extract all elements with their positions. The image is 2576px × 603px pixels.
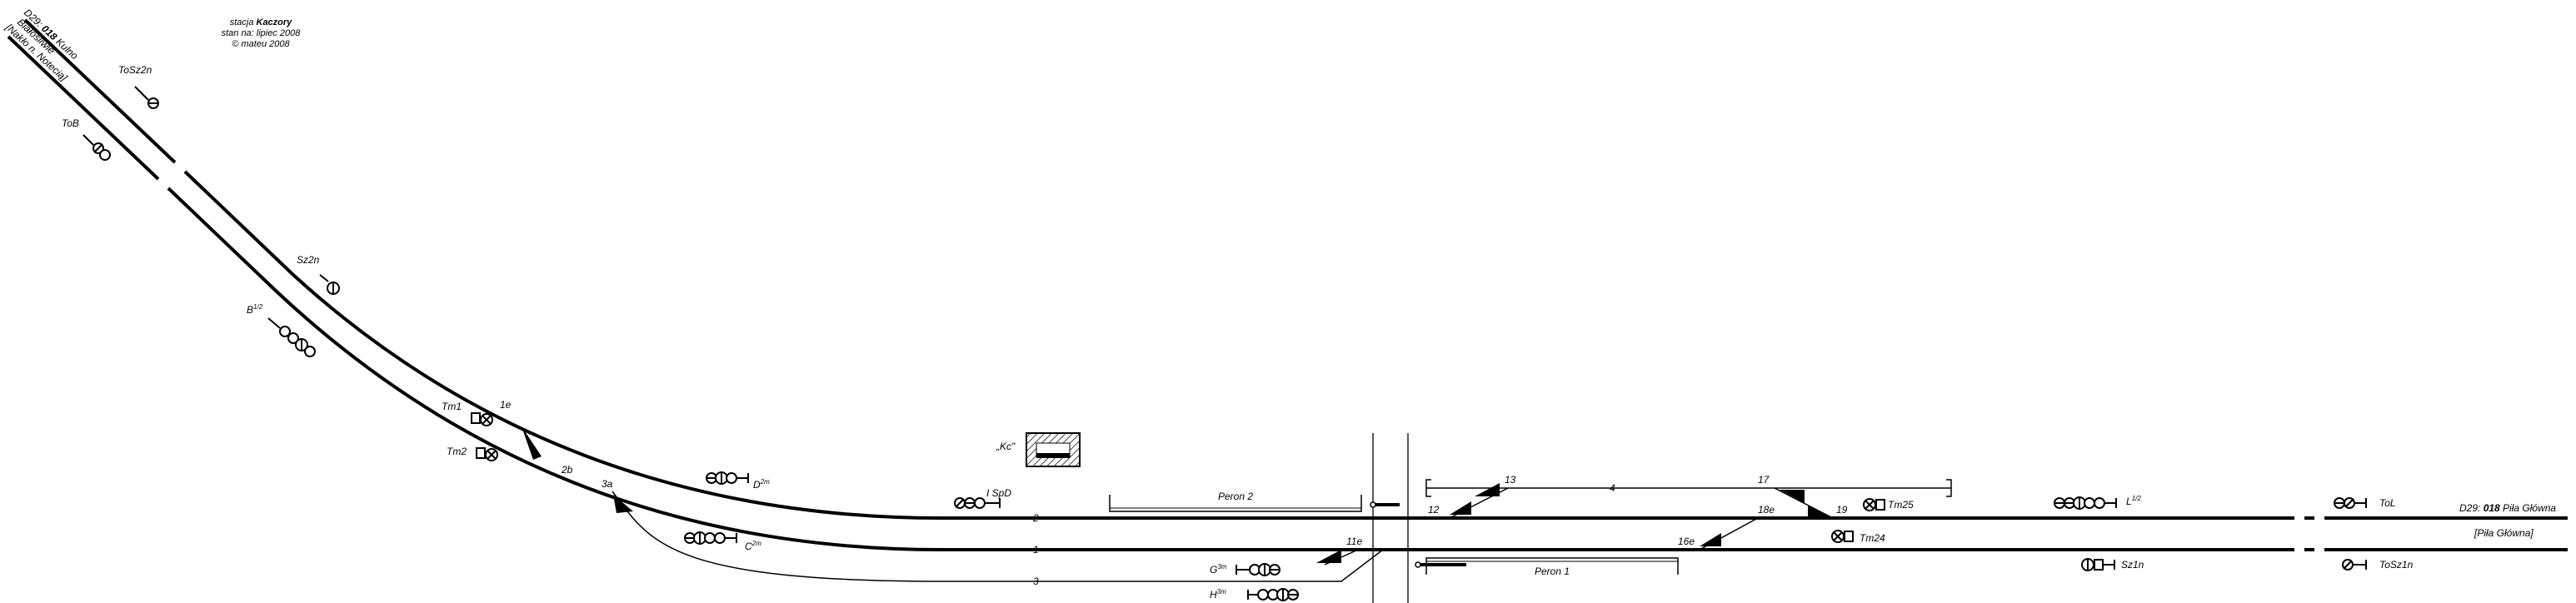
svg-text:12: 12	[1428, 504, 1440, 516]
title-date: stan na: lipiec 2008	[222, 28, 302, 38]
track-2-curve	[23, 18, 942, 520]
signal-g: G3m	[1210, 563, 1281, 576]
svg-text:1e: 1e	[500, 399, 512, 411]
track-1-curve	[7, 35, 942, 551]
svg-text:17: 17	[1758, 474, 1770, 486]
svg-text:Tm25: Tm25	[1888, 499, 1914, 511]
signal-tm1: Tm1	[442, 401, 493, 426]
svg-text:Sz2n: Sz2n	[297, 254, 320, 266]
buffer-stop-lower	[1415, 561, 1421, 568]
svg-text:19: 19	[1836, 504, 1848, 516]
switch-18e: 18e	[1758, 504, 1775, 516]
switch-3a: 3a	[602, 478, 633, 513]
signal-tm25: Tm25	[1863, 498, 1914, 511]
signal-d: D2m	[706, 471, 770, 491]
signal-tm24: Tm24	[1831, 530, 1885, 544]
track-number-2: 2	[1032, 512, 1039, 524]
switch-17: 17	[1758, 474, 1805, 503]
signal-sz2n: Sz2n	[297, 254, 340, 295]
svg-text:ToSz1n: ToSz1n	[2379, 559, 2414, 571]
signal-tosz1n: ToSz1n	[2342, 559, 2414, 571]
track-3-straight	[941, 549, 1384, 582]
track-4-bracket-left	[1425, 479, 1431, 497]
svg-text:Peron 2: Peron 2	[1218, 491, 1253, 502]
svg-text:13: 13	[1505, 474, 1516, 486]
svg-text:H3m: H3m	[1210, 588, 1226, 601]
platform-1: Peron 1	[1425, 557, 1679, 577]
switch-16e: 16e	[1678, 533, 1721, 547]
svg-text:Sz1n: Sz1n	[2121, 559, 2144, 571]
svg-text:D2m: D2m	[753, 478, 770, 491]
switch-2b: 2b	[561, 464, 573, 476]
svg-text:ToSz2n: ToSz2n	[118, 64, 152, 76]
switch-12: 12	[1428, 501, 1471, 516]
track-number-1: 1	[1033, 544, 1039, 556]
svg-text:Tm24: Tm24	[1860, 532, 1885, 544]
svg-text:18e: 18e	[1758, 504, 1775, 516]
switch-13: 13	[1475, 474, 1516, 496]
signal-tosz2n: ToSz2n	[118, 64, 159, 109]
signal-ispd: I SpD	[954, 487, 1011, 509]
svg-text:B1/2: B1/2	[247, 303, 263, 316]
switch-1e: 1e	[500, 399, 542, 460]
svg-text:Tm1: Tm1	[442, 401, 462, 412]
switch-19: 19	[1808, 504, 1848, 516]
title-block: stacja Kaczory stan na: lipiec 2008 © ma…	[222, 17, 302, 49]
signal-b: B1/2	[247, 303, 316, 357]
svg-text:11e: 11e	[1346, 536, 1362, 547]
svg-text:Tm2: Tm2	[447, 446, 467, 457]
svg-text:I SpD: I SpD	[986, 487, 1011, 499]
platform-2: Peron 2	[1109, 491, 1362, 512]
title-station: stacja Kaczory	[230, 17, 292, 27]
title-copyright: © mateu 2008	[232, 39, 290, 49]
svg-text:L1/2: L1/2	[2126, 495, 2141, 507]
building-label: „Kc"	[996, 441, 1016, 452]
track-number-3: 3	[1033, 576, 1039, 587]
svg-text:G3m: G3m	[1210, 563, 1227, 576]
switch-11e: 11e	[1316, 536, 1362, 563]
signal-c: C2m	[684, 531, 761, 552]
buffer-stop-upper	[1370, 501, 1376, 508]
right-route-line: D29: 018 Piła Główna	[2459, 502, 2556, 514]
track-number-4: 4	[1610, 482, 1615, 494]
signal-tob: ToB	[62, 117, 111, 161]
svg-text:3a: 3a	[602, 478, 613, 490]
svg-text:16e: 16e	[1678, 536, 1695, 547]
svg-text:ToL: ToL	[2379, 497, 2396, 509]
signal-sz1n: Sz1n	[2081, 558, 2144, 571]
track-4-bracket-right	[1946, 479, 1952, 497]
station-building: „Kc"	[996, 432, 1081, 467]
svg-text:2b: 2b	[561, 464, 573, 476]
svg-text:Peron 1: Peron 1	[1535, 566, 1570, 577]
signal-tol: ToL	[2334, 497, 2396, 509]
right-route-note: [Piła Główna]	[2474, 527, 2534, 539]
svg-text:ToB: ToB	[62, 117, 79, 129]
signal-tm2: Tm2	[447, 446, 498, 461]
svg-text:C2m: C2m	[745, 540, 761, 552]
signal-l: L1/2	[2054, 495, 2141, 510]
signal-h: H3m	[1210, 588, 1299, 601]
